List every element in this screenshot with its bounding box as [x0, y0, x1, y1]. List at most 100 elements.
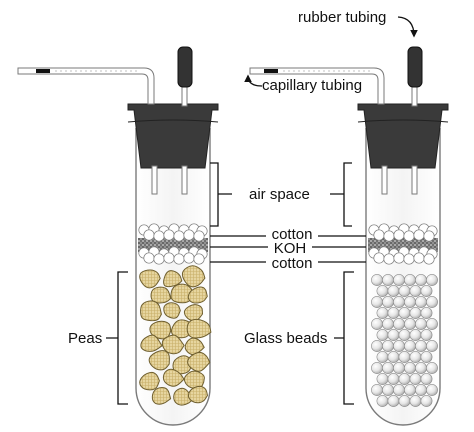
left-cotton-top [138, 223, 208, 242]
pea [187, 351, 211, 372]
glass-bead [387, 351, 400, 363]
glass-bead [415, 340, 427, 352]
glass-bead [426, 274, 438, 286]
glass-bead [420, 373, 433, 385]
glass-bead [371, 296, 383, 308]
pea [140, 334, 163, 352]
glass-bead [426, 384, 438, 396]
right-cotton-bottom [368, 246, 438, 265]
peas-respirometer [17, 46, 219, 426]
pea [172, 355, 193, 375]
glass-bead [376, 329, 389, 341]
pea [187, 286, 208, 304]
pea [181, 265, 206, 288]
glass-bead [393, 362, 405, 374]
right-cotton-top [368, 223, 438, 242]
glass-bead [382, 274, 394, 286]
glass-bead [426, 362, 438, 374]
glass-bead [415, 318, 427, 330]
left-rubber-tubing [177, 46, 193, 88]
pea [183, 304, 204, 322]
pea [162, 368, 185, 387]
pea [173, 387, 193, 406]
glass-bead [387, 395, 400, 407]
right-plug-layers [368, 223, 438, 265]
pea [187, 385, 209, 404]
pea [151, 387, 172, 405]
glass-bead [420, 351, 433, 363]
glass-bead [426, 340, 438, 352]
glass-bead [376, 285, 389, 297]
left-cotton-bottom [138, 246, 208, 265]
koh-label: KOH [274, 240, 307, 257]
pea [150, 286, 172, 304]
glass-bead [393, 340, 405, 352]
pea [163, 270, 183, 288]
glass-bead [409, 329, 422, 341]
glass-bead [398, 285, 411, 297]
glass-bead [376, 307, 389, 319]
glass-beads-respirometer [249, 46, 449, 426]
label-capillary-tubing: capillary tubing [244, 74, 362, 94]
glass-beads-bracket [334, 271, 354, 405]
left-stopper [127, 103, 219, 169]
right-rubber-tubing [407, 46, 423, 88]
glass-bead [371, 318, 383, 330]
glass-bead [404, 384, 416, 396]
right-glass-tube-1 [381, 165, 388, 195]
capillary-tubing-label: capillary tubing [262, 77, 362, 94]
pea [148, 350, 170, 371]
glass-bead [376, 373, 389, 385]
glass-bead [404, 274, 416, 286]
label-air-space: air space [210, 162, 352, 227]
layer-leader-lines: cotton KOH cotton [210, 226, 366, 272]
glass-bead [398, 395, 411, 407]
right-glass-tube-2 [411, 165, 418, 195]
glass-bead [420, 395, 433, 407]
glass-bead [420, 329, 433, 341]
glass-bead [371, 362, 383, 374]
left-glass-tube-1 [151, 165, 158, 195]
capillary-tubing-arrow [244, 74, 263, 87]
glass-beads-label: Glass beads [244, 330, 327, 347]
right-capillary-tubing [249, 67, 385, 105]
glass-bead [387, 285, 400, 297]
glass-bead [415, 274, 427, 286]
glass-bead [404, 318, 416, 330]
glass-bead [409, 285, 422, 297]
pea [184, 337, 205, 356]
pea [139, 269, 161, 289]
cotton-top-label: cotton [272, 226, 313, 243]
glass-bead [415, 296, 427, 308]
rubber-tubing-arrow [397, 16, 418, 38]
left-plug-layers [138, 223, 208, 265]
glass-bead [371, 340, 383, 352]
cotton-bottom-label: cotton [272, 255, 313, 272]
glass-bead [371, 384, 383, 396]
glass-bead [398, 373, 411, 385]
glass-bead [398, 307, 411, 319]
pea [183, 370, 205, 389]
glass-bead [426, 296, 438, 308]
peas-label: Peas [68, 330, 102, 347]
peas-bracket [106, 271, 128, 405]
glass-bead [409, 395, 422, 407]
left-glass-tube-2 [181, 165, 188, 195]
glass-bead [426, 318, 438, 330]
glass-bead [382, 384, 394, 396]
peas-contents [139, 265, 212, 406]
glass-bead [420, 307, 433, 319]
label-peas: Peas [68, 271, 128, 405]
air-space-right-bracket [330, 162, 352, 227]
glass-bead [387, 307, 400, 319]
glass-bead [382, 318, 394, 330]
air-space-left-bracket [210, 162, 232, 227]
glass-bead [420, 285, 433, 297]
label-rubber-tubing: rubber tubing [298, 9, 418, 38]
glass-bead [393, 274, 405, 286]
glass-bead [376, 395, 389, 407]
glass-bead [382, 340, 394, 352]
glass-bead [393, 318, 405, 330]
rubber-tubing-label: rubber tubing [298, 9, 386, 26]
